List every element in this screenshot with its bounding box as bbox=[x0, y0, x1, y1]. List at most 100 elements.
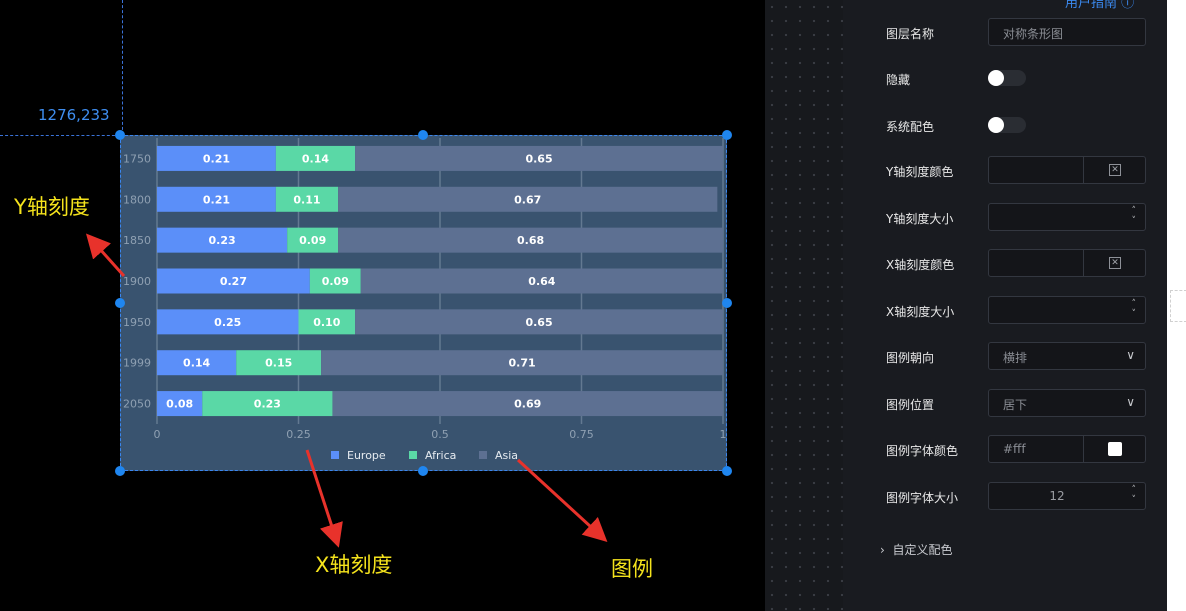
bar-value-label: 0.08 bbox=[166, 398, 193, 411]
bar-value-label: 0.65 bbox=[525, 152, 552, 165]
bar-value-label: 0.23 bbox=[209, 234, 236, 247]
bar-value-label: 0.69 bbox=[514, 398, 541, 411]
y-tick-size-label: Y轴刻度大小 bbox=[886, 212, 954, 226]
editor-canvas: 1276,233 0 0.25 0.5 0.75 1 1750 0.21 0.14 0.65 18… bbox=[0, 0, 732, 581]
legend-position-label: 图例位置 bbox=[886, 398, 935, 412]
row-system-color: 系统配色 bbox=[886, 111, 1148, 141]
row-x-tick-color: X轴刻度颜色 ✕ bbox=[886, 249, 1148, 279]
bar-value-label: 0.09 bbox=[322, 275, 349, 288]
legend-font-size-stepper[interactable]: 12 ˄˅ bbox=[988, 482, 1146, 510]
bar-segment bbox=[157, 309, 299, 335]
stacked-bar-chart: 0 0.25 0.5 0.75 1 1750 0.21 0.14 0.65 1800 0.21 0.1… bbox=[123, 138, 727, 462]
clear-color-icon[interactable]: ✕ bbox=[1109, 164, 1121, 176]
bar-segment bbox=[157, 391, 203, 417]
toggle-knob bbox=[988, 117, 1004, 133]
x-tick-label: 0.25 bbox=[286, 428, 311, 441]
annotation-legend: 图例 bbox=[611, 557, 653, 581]
row-legend-orient: 图例朝向 横排 ∨ bbox=[886, 342, 1148, 372]
chevron-down-icon: ∨ bbox=[1126, 348, 1135, 362]
bar-segment bbox=[338, 186, 718, 212]
y-tick-label: 1900 bbox=[123, 275, 151, 288]
legend-font-size-value: 12 bbox=[1049, 489, 1065, 503]
custom-colors-label: 自定义配色 bbox=[892, 543, 953, 557]
x-tick-color-input[interactable]: ✕ bbox=[988, 249, 1146, 277]
hidden-toggle[interactable] bbox=[988, 70, 1026, 86]
legend-label: Africa bbox=[425, 449, 456, 462]
bar-segment bbox=[157, 268, 310, 294]
y-tick-color-input[interactable]: ✕ bbox=[988, 156, 1146, 184]
chart-widget[interactable]: 0 0.25 0.5 0.75 1 1750 0.21 0.14 0.65 1800 0.21 0.1… bbox=[120, 135, 727, 471]
bar-value-label: 0.21 bbox=[203, 193, 230, 206]
resize-handle-top-left[interactable] bbox=[115, 130, 125, 140]
bar-value-label: 0.11 bbox=[293, 193, 320, 206]
stepper-arrows-icon[interactable]: ˄˅ bbox=[1131, 206, 1137, 226]
annotation-y-axis: Y轴刻度 bbox=[14, 195, 90, 219]
resize-handle-top-right[interactable] bbox=[722, 130, 732, 140]
y-tick-label: 1800 bbox=[123, 193, 151, 206]
bar-value-label: 0.23 bbox=[254, 398, 281, 411]
bar-value-label: 0.14 bbox=[302, 152, 329, 165]
y-tick-label: 2050 bbox=[123, 398, 151, 411]
resize-handle-left[interactable] bbox=[115, 298, 125, 308]
system-color-toggle[interactable] bbox=[988, 117, 1026, 133]
stepper-arrows-icon[interactable]: ˄˅ bbox=[1131, 485, 1137, 505]
layer-name-input[interactable]: 对称条形图 bbox=[988, 18, 1146, 46]
annotation-x-axis: X轴刻度 bbox=[315, 553, 393, 577]
user-guide-link[interactable]: 用户指南 ⓘ bbox=[1065, 0, 1134, 11]
help-icon: ⓘ bbox=[1121, 0, 1135, 11]
resize-handle-bottom-left[interactable] bbox=[115, 466, 125, 476]
row-x-tick-size: X轴刻度大小 ˄˅ bbox=[886, 296, 1148, 326]
bar-segment bbox=[355, 145, 723, 171]
y-tick-color-label: Y轴刻度颜色 bbox=[886, 165, 954, 179]
bar-segment bbox=[338, 227, 723, 253]
bar-value-label: 0.65 bbox=[525, 316, 552, 329]
legend-orient-select[interactable]: 横排 ∨ bbox=[988, 342, 1146, 370]
toggle-knob bbox=[988, 70, 1004, 86]
bar-segment bbox=[298, 309, 356, 335]
y-tick-size-stepper[interactable]: ˄˅ bbox=[988, 203, 1146, 231]
row-legend-font-color: 图例字体颜色 #fff bbox=[886, 435, 1148, 465]
x-tick-size-stepper[interactable]: ˄˅ bbox=[988, 296, 1146, 324]
chevron-right-icon: › bbox=[880, 543, 885, 557]
x-tick-label: 0.75 bbox=[569, 428, 594, 441]
bar-segment bbox=[157, 186, 276, 212]
row-hidden: 隐藏 bbox=[886, 64, 1148, 94]
legend-swatch bbox=[331, 451, 339, 459]
custom-colors-toggle[interactable]: › 自定义配色 bbox=[880, 541, 952, 558]
bar-segment bbox=[236, 350, 322, 376]
bar-value-label: 0.21 bbox=[203, 152, 230, 165]
legend-font-color-input[interactable]: #fff bbox=[988, 435, 1146, 463]
resize-handle-bottom[interactable] bbox=[418, 466, 428, 476]
resize-handle-bottom-right[interactable] bbox=[722, 466, 732, 476]
legend-orient-label: 图例朝向 bbox=[886, 351, 935, 365]
x-tick-label: 0 bbox=[154, 428, 161, 441]
legend-label: Asia bbox=[495, 449, 518, 462]
bar-segment bbox=[332, 391, 723, 417]
bar-segment bbox=[275, 186, 339, 212]
bar-value-label: 0.14 bbox=[183, 357, 210, 370]
legend-position-select[interactable]: 居下∨ bbox=[988, 389, 1146, 417]
layer-name-placeholder: 对称条形图 bbox=[1003, 27, 1064, 41]
legend-label: Europe bbox=[347, 449, 386, 462]
resize-handle-top[interactable] bbox=[418, 130, 428, 140]
window-edge bbox=[1167, 0, 1186, 611]
system-color-label: 系统配色 bbox=[886, 120, 935, 134]
stepper-arrows-icon[interactable]: ˄˅ bbox=[1131, 299, 1137, 319]
legend-font-color-value: #fff bbox=[1003, 442, 1026, 456]
legend-orient-value: 横排 bbox=[1003, 351, 1028, 365]
resize-handle-right[interactable] bbox=[722, 298, 732, 308]
x-tick-label: 1 bbox=[720, 428, 727, 441]
bar-segment bbox=[309, 268, 361, 294]
clear-color-icon[interactable]: ✕ bbox=[1109, 257, 1121, 269]
x-tick-label: 0.5 bbox=[431, 428, 449, 441]
y-tick-label: 1950 bbox=[123, 316, 151, 329]
color-swatch[interactable] bbox=[1108, 442, 1122, 456]
row-legend-font-size: 图例字体大小 12˄˅ bbox=[886, 482, 1148, 512]
legend-font-color-label: 图例字体颜色 bbox=[886, 444, 959, 458]
bar-value-label: 0.15 bbox=[265, 357, 292, 370]
bar-value-label: 0.67 bbox=[514, 193, 541, 206]
bar-segment bbox=[275, 145, 356, 171]
y-tick-label: 1750 bbox=[123, 152, 151, 165]
position-readout: 1276,233 bbox=[38, 106, 110, 124]
ruler-guide-vertical bbox=[122, 0, 123, 135]
